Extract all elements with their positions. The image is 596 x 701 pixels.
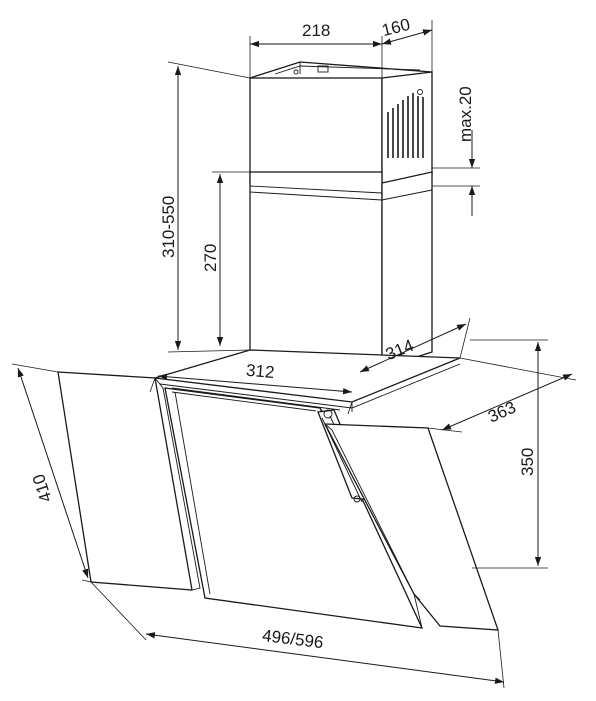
label-chimney-depth: 160 bbox=[380, 15, 412, 40]
hood-body bbox=[57, 349, 499, 631]
label-chimney-height-range: 310-550 bbox=[159, 196, 178, 258]
dimension-total-width: 496/596 bbox=[90, 581, 505, 689]
upper-chimney-side bbox=[381, 71, 433, 184]
right-side-glass bbox=[323, 423, 499, 631]
dimension-chimney-width: 218 bbox=[249, 21, 383, 78]
label-glass-height: 350 bbox=[518, 448, 537, 476]
label-panel-height: 410 bbox=[29, 472, 56, 505]
label-lower-chimney-height: 270 bbox=[201, 244, 220, 272]
label-chimney-width: 218 bbox=[302, 21, 330, 40]
label-base-width: 312 bbox=[245, 361, 275, 382]
label-total-width: 496/596 bbox=[261, 626, 324, 652]
dimension-chimney-height-range: 310-550 bbox=[159, 61, 251, 353]
dimension-chimney-depth: 160 bbox=[380, 15, 433, 72]
label-max-gap: max.20 bbox=[456, 86, 475, 142]
label-side-depth: 363 bbox=[485, 398, 519, 427]
dimension-base-width: 312 bbox=[149, 361, 353, 415]
chimney bbox=[249, 61, 433, 369]
dimension-glass-height: 350 bbox=[470, 339, 548, 569]
lower-chimney-front bbox=[249, 171, 383, 369]
upper-chimney-front bbox=[249, 77, 383, 184]
mounting-bracket bbox=[274, 65, 423, 95]
dimension-lower-chimney-height: 270 bbox=[201, 171, 250, 346]
ventilation-slots bbox=[387, 93, 424, 158]
dimension-side-depth: 363 bbox=[427, 357, 577, 433]
dimension-max-gap: max.20 bbox=[432, 86, 480, 216]
